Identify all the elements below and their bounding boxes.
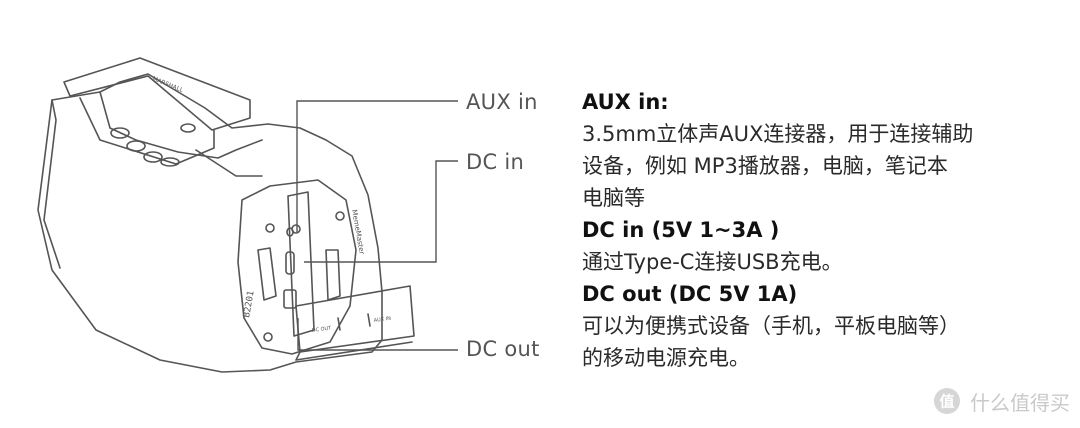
dcout-callout-line bbox=[297, 318, 458, 351]
top-panel-face bbox=[63, 57, 251, 131]
spec-description: AUX in: 3.5mm立体声AUX连接器，用于连接辅助 设备，例如 MP3播… bbox=[582, 86, 1052, 374]
top-panel-side bbox=[195, 149, 263, 177]
aux-spec-heading: AUX in: bbox=[582, 90, 669, 114]
dc-in-callout-label: DC in bbox=[466, 150, 525, 174]
device-top-brand: MARSHALL bbox=[151, 75, 184, 94]
dc-out-spec-line-1: 可以为便携式设备（手机，平板电脑等） bbox=[582, 314, 960, 338]
screw-3 bbox=[263, 332, 273, 342]
screw-4 bbox=[335, 211, 345, 221]
watermark-text: 什么值得买 bbox=[970, 390, 1070, 415]
svg-text:值: 值 bbox=[939, 393, 954, 411]
speaker-body-mid-edge bbox=[99, 91, 263, 159]
control-button-4 bbox=[160, 157, 180, 167]
flap-divider-1 bbox=[337, 317, 341, 331]
dc-out-spec-heading: DC out (DC 5V 1A) bbox=[582, 282, 798, 306]
device-aux-in-label: AUX IN bbox=[373, 316, 391, 324]
device-model-label: B2201 bbox=[242, 290, 257, 318]
side-panel-plate bbox=[287, 191, 315, 337]
side-panel bbox=[237, 179, 357, 355]
dc-in-spec-heading: DC in (5V 1~3A ) bbox=[582, 218, 780, 242]
side-slot-right bbox=[325, 249, 341, 301]
usb-a-port bbox=[283, 289, 297, 309]
control-button-2 bbox=[126, 140, 146, 152]
side-slot-left bbox=[257, 247, 277, 301]
device-dc-out-label: DC OUT bbox=[311, 325, 332, 334]
speaker-body-front-edge bbox=[43, 99, 61, 269]
screw-1 bbox=[265, 223, 275, 233]
aux-callout-line bbox=[296, 100, 458, 232]
control-button-3 bbox=[143, 151, 163, 163]
speaker-body-outline bbox=[37, 73, 383, 373]
control-button-5 bbox=[180, 123, 196, 133]
dc-in-spec-line-1: 通过Type-C连接USB充电。 bbox=[582, 250, 843, 274]
aux-spec-line-1: 3.5mm立体声AUX连接器，用于连接辅助 bbox=[582, 122, 974, 146]
aux-jack bbox=[286, 227, 294, 237]
aux-spec-line-2: 设备，例如 MP3播放器，电脑，笔记本 bbox=[582, 154, 948, 178]
flap-divider-2 bbox=[367, 313, 371, 327]
dcin-callout-line bbox=[304, 160, 458, 263]
control-button-1 bbox=[110, 127, 130, 139]
zhi-logo-icon: 值 bbox=[934, 388, 960, 414]
port-cover-edge bbox=[295, 341, 413, 361]
dc-out-spec-line-2: 的移动电源充电。 bbox=[582, 346, 750, 370]
usb-c-port bbox=[285, 251, 295, 275]
aux-spec-line-3: 电脑等 bbox=[582, 186, 645, 210]
dc-out-callout-label: DC out bbox=[466, 337, 540, 361]
watermark: 值 什么值得买 bbox=[932, 386, 1070, 416]
top-panel-inner bbox=[79, 97, 215, 165]
aux-in-callout-label: AUX in bbox=[466, 90, 538, 114]
